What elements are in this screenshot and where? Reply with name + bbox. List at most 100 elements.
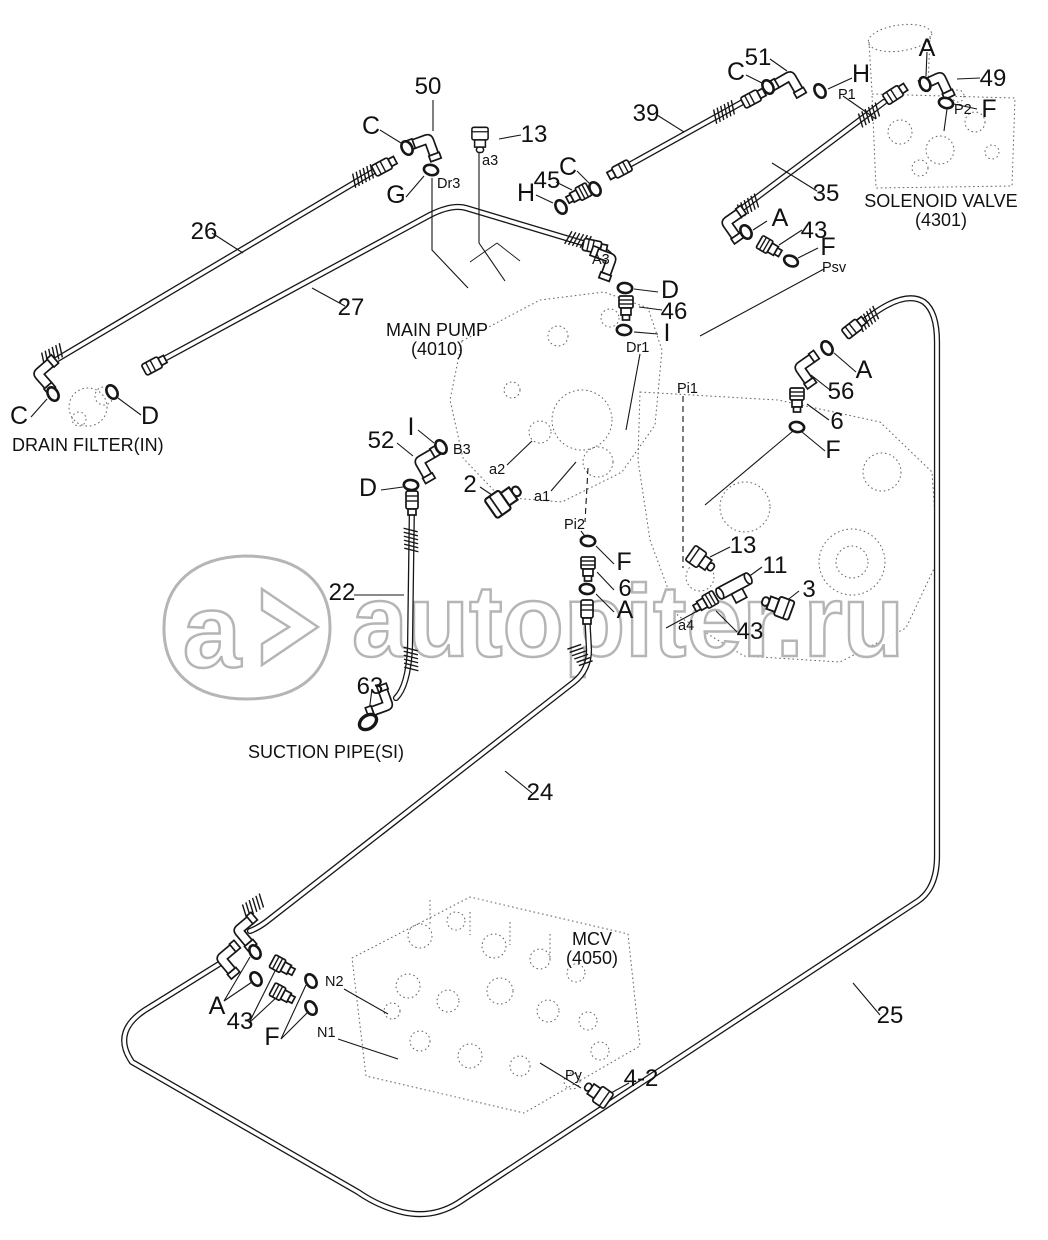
hose-end-nut [580, 599, 594, 625]
ref-letter: F [616, 548, 631, 576]
part-label-50: 50 [415, 73, 442, 100]
main-pump-name: MAIN PUMP [386, 320, 488, 340]
hose-39 [618, 94, 754, 173]
hose-25 [121, 295, 941, 1218]
chevron-right-icon [260, 586, 321, 668]
main-pump-ghost [449, 242, 939, 663]
port-label-A3: A3 [592, 252, 610, 268]
adapter-fitting-45 [563, 181, 593, 208]
ref-letter: G [386, 181, 405, 209]
port-label-Pi1: Pi1 [677, 381, 698, 397]
ref-letter: F [981, 95, 996, 123]
port-label-P2: P2 [954, 102, 972, 118]
port-label-Dr1: Dr1 [626, 340, 649, 356]
part-label-4-2: 4-2 [624, 1065, 659, 1092]
ref-letter: D [359, 474, 377, 502]
port-label-a3: a3 [482, 153, 498, 169]
labels: 50 13 26 27 39 45 51 49 35 43 46 56 6 52… [10, 34, 1018, 1092]
hose-27 [149, 203, 616, 369]
part-label-45: 45 [534, 167, 561, 194]
adapter-fitting-43 [755, 234, 785, 261]
o-ring [402, 478, 420, 492]
ref-letter: A [772, 204, 789, 232]
port-label-N2: N2 [325, 974, 344, 990]
part-label-39: 39 [633, 100, 660, 127]
part-label-43: 43 [737, 618, 764, 645]
part-label-27: 27 [338, 294, 365, 321]
part-label-24: 24 [527, 779, 554, 806]
part-label-56: 56 [828, 378, 855, 405]
o-ring [43, 383, 63, 405]
o-ring [102, 381, 122, 403]
hose-end-nut [881, 80, 910, 106]
part-label-43: 43 [801, 217, 828, 244]
part-label-52: 52 [368, 427, 395, 454]
o-ring [421, 162, 441, 178]
port-label-N1: N1 [317, 1025, 336, 1041]
solenoid-valve-name: SOLENOID VALVE [864, 191, 1017, 211]
plug-fitting-13 [471, 126, 489, 154]
o-ring [781, 252, 801, 270]
solenoid-valve-code: (4301) [915, 210, 967, 230]
part-label-63: 63 [357, 673, 384, 700]
ref-letter: D [661, 276, 679, 304]
main-pump-code: (4010) [411, 339, 463, 359]
adapter-fitting-43 [268, 981, 298, 1008]
port-label-P1: P1 [838, 87, 856, 103]
elbow-fitting-56 [791, 350, 829, 388]
watermark-logo-blob [162, 554, 332, 701]
port-label-a2: a2 [489, 462, 505, 478]
o-ring [936, 95, 956, 111]
part-label-26: 26 [191, 218, 218, 245]
watermark-brand-text: autopiter.ru [352, 564, 904, 678]
port-label-a4: a4 [678, 618, 694, 634]
ref-letter: A [617, 596, 634, 624]
adapter-fitting-46 [618, 295, 634, 321]
mcv-name: MCV [572, 929, 612, 949]
o-ring [817, 337, 837, 359]
adapter-fitting-6 [789, 387, 805, 413]
part-label-6: 6 [830, 408, 843, 435]
part-label-3: 3 [802, 576, 815, 603]
hose-end-nut [605, 158, 634, 183]
o-ring [579, 534, 597, 548]
ref-letter: C [727, 58, 745, 86]
hose-35 [724, 98, 888, 223]
port-label-Pi2: Pi2 [564, 517, 585, 533]
part-label-13: 13 [730, 532, 757, 559]
ref-letter: C [10, 402, 28, 430]
leader-lines [30, 51, 981, 1094]
ref-letter: F [825, 436, 840, 464]
part-label-6: 6 [618, 575, 631, 602]
part-label-13: 13 [521, 121, 548, 148]
ref-letter: I [408, 413, 415, 441]
o-ring [810, 80, 830, 102]
part-label-35: 35 [813, 180, 840, 207]
part-label-2: 2 [463, 471, 476, 498]
part-label-51: 51 [745, 44, 772, 71]
o-ring [616, 281, 634, 295]
port-label-B3: B3 [453, 442, 471, 458]
ref-letter: H [852, 60, 870, 88]
o-ring-63 [354, 709, 382, 735]
hose-26 [40, 166, 380, 371]
mcv-ghost [351, 896, 641, 1114]
port-label-a1: a1 [534, 489, 550, 505]
watermark: a autopiter.ru [162, 554, 905, 701]
ref-letter: F [264, 1023, 279, 1051]
ref-letter: I [664, 319, 671, 347]
part-label-11: 11 [763, 552, 788, 579]
part-label-22: 22 [329, 579, 356, 606]
part-label-25: 25 [877, 1002, 904, 1029]
ref-letter: H [517, 179, 535, 207]
o-ring [551, 196, 571, 218]
watermark-logo-letter: a [183, 573, 243, 690]
drain-filter-name: DRAIN FILTER(IN) [12, 435, 164, 455]
o-ring [578, 582, 596, 596]
ref-letter: D [141, 402, 159, 430]
part-label-46: 46 [661, 298, 688, 325]
ref-letter: C [362, 112, 380, 140]
part-label-43: 43 [227, 1008, 254, 1035]
